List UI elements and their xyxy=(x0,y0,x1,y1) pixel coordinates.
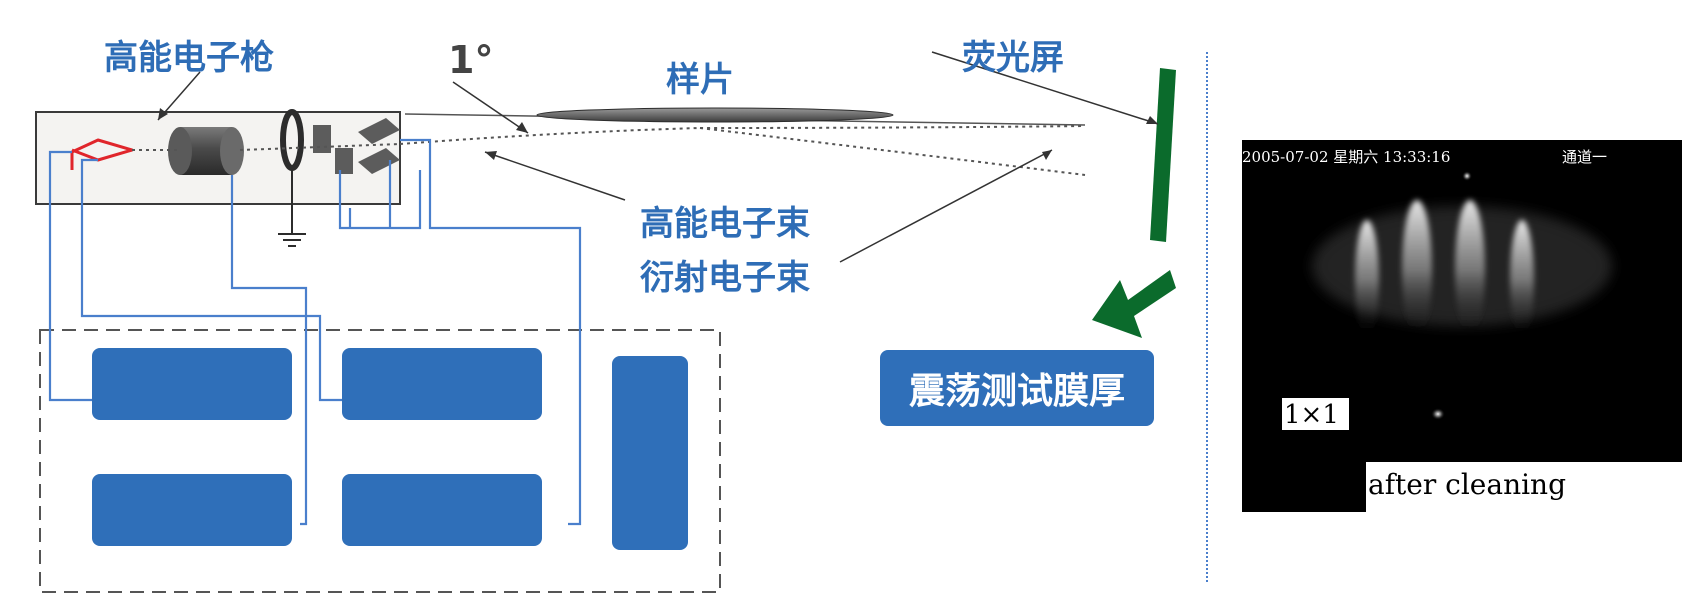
power-supply-enclosure xyxy=(39,329,721,593)
grid-power-supply xyxy=(342,348,542,420)
diffracted-beam-label: 衍射电子束 xyxy=(640,258,810,298)
filament-power-supply xyxy=(92,348,292,420)
anode-ring-icon xyxy=(280,109,304,234)
leader-lines xyxy=(157,51,1159,263)
scan-power-supply xyxy=(342,474,542,546)
down-arrow-icon xyxy=(1092,270,1176,338)
incidence-angle-label: 1° xyxy=(448,38,494,82)
rheed-pattern-image xyxy=(1312,171,1612,420)
power-wiring xyxy=(48,138,582,526)
pattern-label: 1×1 xyxy=(1282,398,1349,430)
main-power-supply xyxy=(612,356,688,550)
electron-gun-label: 高能电子枪 xyxy=(104,38,274,78)
thickness-test-label: 震荡测试膜厚 xyxy=(908,371,1125,412)
fluorescent-screen-label: 荧光屏 xyxy=(962,38,1064,78)
fluorescent-screen xyxy=(1150,68,1176,242)
photo-timestamp: 2005-07-02 星期六 13:33:16 xyxy=(1242,148,1451,166)
electron-beam-paths xyxy=(132,125,1086,176)
rheed-photo: 2005-07-02 星期六 13:33:16 通道一 1×1 after cl… xyxy=(1242,140,1682,512)
ground-icon xyxy=(278,233,306,247)
filament-icon xyxy=(70,138,134,170)
panel-divider xyxy=(1206,52,1208,582)
photo-caption: after cleaning xyxy=(1366,462,1682,512)
grid-cylinder-icon xyxy=(168,127,244,175)
sample-label: 样片 xyxy=(666,60,734,100)
high-voltage-power-supply xyxy=(92,474,292,546)
leader-arrowheads xyxy=(158,108,1158,160)
deflection-plates-icon xyxy=(313,118,400,174)
high-energy-beam-label: 高能电子束 xyxy=(640,204,810,244)
photo-channel: 通道一 xyxy=(1562,148,1608,166)
thickness-test-box: 震荡测试膜厚 xyxy=(880,350,1154,426)
sample-wafer xyxy=(536,107,894,123)
